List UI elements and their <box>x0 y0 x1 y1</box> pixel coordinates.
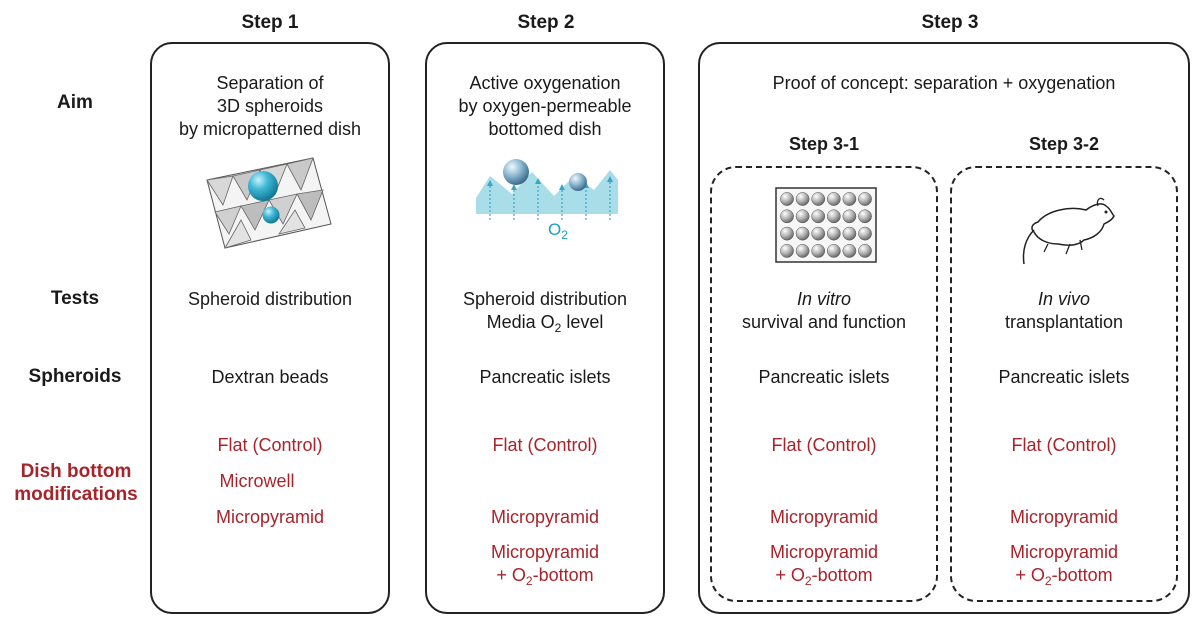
well-circle <box>826 209 841 224</box>
step3-panel <box>698 42 1190 614</box>
well-circle <box>811 192 826 206</box>
micropyramid-icon <box>206 157 332 249</box>
step3-2-spheroids: Pancreatic islets <box>998 367 1130 387</box>
step3-1-tests-line2: survival and function <box>741 312 907 332</box>
step3-1-tests-italic: In vitro <box>796 289 852 309</box>
step2-aim-line2: by oxygen-permeable <box>458 96 632 116</box>
step3-2-mod-o2-line2: + O2-bottom <box>1015 565 1113 588</box>
step3-1-mod-micropyramid-o2: Micropyramid + O2-bottom <box>712 541 936 587</box>
step3-1-mod-o2-line2: + O2-bottom <box>775 565 873 588</box>
well-circle <box>842 192 857 206</box>
row-label-tests: Tests <box>50 288 100 309</box>
step2-mod-micropyramid: Micropyramid <box>490 507 600 527</box>
well-circle <box>780 244 794 258</box>
row-label-aim: Aim <box>57 92 93 113</box>
step3-2-panel <box>950 166 1178 602</box>
step3-1-mod-micropyramid: Micropyramid <box>769 507 879 527</box>
mouse-icon <box>1022 197 1115 265</box>
well-circle <box>811 226 826 241</box>
well-circle <box>858 226 872 241</box>
well-circle <box>842 209 857 224</box>
step3-title: Step 3 <box>921 12 979 33</box>
well-circle <box>842 226 857 241</box>
well-circle <box>795 226 810 241</box>
step2-mod-o2-line2: + O2-bottom <box>496 565 594 588</box>
step2-aim: Active oxygenation by oxygen-permeable b… <box>427 72 663 141</box>
step3-aim: Proof of concept: separation + oxygenati… <box>772 73 1116 93</box>
step1-aim: Separation of 3D spheroids by micropatte… <box>152 72 388 141</box>
well-circle <box>811 244 826 258</box>
step1-aim-line2: 3D spheroids <box>216 96 324 116</box>
step2-panel <box>425 42 665 614</box>
step3-1-mod-o2-line1: Micropyramid <box>769 542 879 562</box>
row-label-dish-mods: Dish bottom modifications <box>0 460 152 506</box>
well-circle <box>826 192 841 206</box>
step2-tests-line1: Spheroid distribution <box>462 289 628 309</box>
dish-label-line1: Dish bottom <box>20 461 132 482</box>
well-circle <box>795 244 810 258</box>
well-circle <box>858 192 872 206</box>
dish-label-line2: modifications <box>14 484 138 505</box>
step3-2-mod-micropyramid: Micropyramid <box>1009 507 1119 527</box>
step2-tests: Spheroid distribution Media O2 level <box>427 288 663 334</box>
step3-1-title: Step 3-1 <box>788 134 860 154</box>
well-circle <box>842 244 857 258</box>
step1-mod-microwell: Microwell <box>219 471 295 491</box>
well-circle <box>795 209 810 224</box>
step3-2-title: Step 3-2 <box>1028 134 1100 154</box>
well-circle <box>858 209 872 224</box>
step1-mod-flat: Flat (Control) <box>217 435 323 455</box>
step3-2-mod-micropyramid-o2: Micropyramid + O2-bottom <box>952 541 1176 587</box>
oxygen-permeable-dish-icon <box>476 159 618 220</box>
o2-label-sub: 2 <box>561 228 568 242</box>
step1-aim-line1: Separation of <box>216 73 324 93</box>
step2-mod-o2-line1: Micropyramid <box>490 542 600 562</box>
well-circle <box>795 192 810 206</box>
well-circle <box>780 209 794 224</box>
step1-panel <box>150 42 390 614</box>
step2-title: Step 2 <box>517 12 575 33</box>
step3-1-mod-flat: Flat (Control) <box>771 435 877 455</box>
o2-label: O2 <box>538 218 578 241</box>
well-circle <box>780 192 794 206</box>
well-circle <box>826 226 841 241</box>
step2-aim-line1: Active oxygenation <box>469 73 621 93</box>
step2-spheroids: Pancreatic islets <box>479 367 611 387</box>
step3-1-tests: In vitro survival and function <box>712 288 936 334</box>
step3-1-spheroids: Pancreatic islets <box>758 367 890 387</box>
step1-spheroids: Dextran beads <box>211 367 329 387</box>
step3-2-mod-flat: Flat (Control) <box>1011 435 1117 455</box>
o2-label-o: O <box>548 220 562 239</box>
well-plate-icon <box>775 187 877 263</box>
well-circle <box>826 244 841 258</box>
step3-1-panel <box>710 166 938 602</box>
well-circle <box>811 209 826 224</box>
step3-2-tests-italic: In vivo <box>1037 289 1091 309</box>
step2-aim-line3: bottomed dish <box>488 119 602 139</box>
step1-aim-line3: by micropatterned dish <box>178 119 362 139</box>
step1-title: Step 1 <box>241 12 299 33</box>
step3-2-tests: In vivo transplantation <box>952 288 1176 334</box>
step2-tests-line2: Media O2 level <box>486 312 604 335</box>
step1-mod-micropyramid: Micropyramid <box>215 507 325 527</box>
step1-tests: Spheroid distribution <box>187 289 353 309</box>
step2-mod-micropyramid-o2: Micropyramid + O2-bottom <box>427 541 663 587</box>
well-circle <box>858 244 872 258</box>
step3-2-tests-line2: transplantation <box>1004 312 1124 332</box>
well-circle <box>780 226 794 241</box>
row-label-spheroids: Spheroids <box>28 366 122 387</box>
step2-mod-flat: Flat (Control) <box>492 435 598 455</box>
step3-2-mod-o2-line1: Micropyramid <box>1009 542 1119 562</box>
